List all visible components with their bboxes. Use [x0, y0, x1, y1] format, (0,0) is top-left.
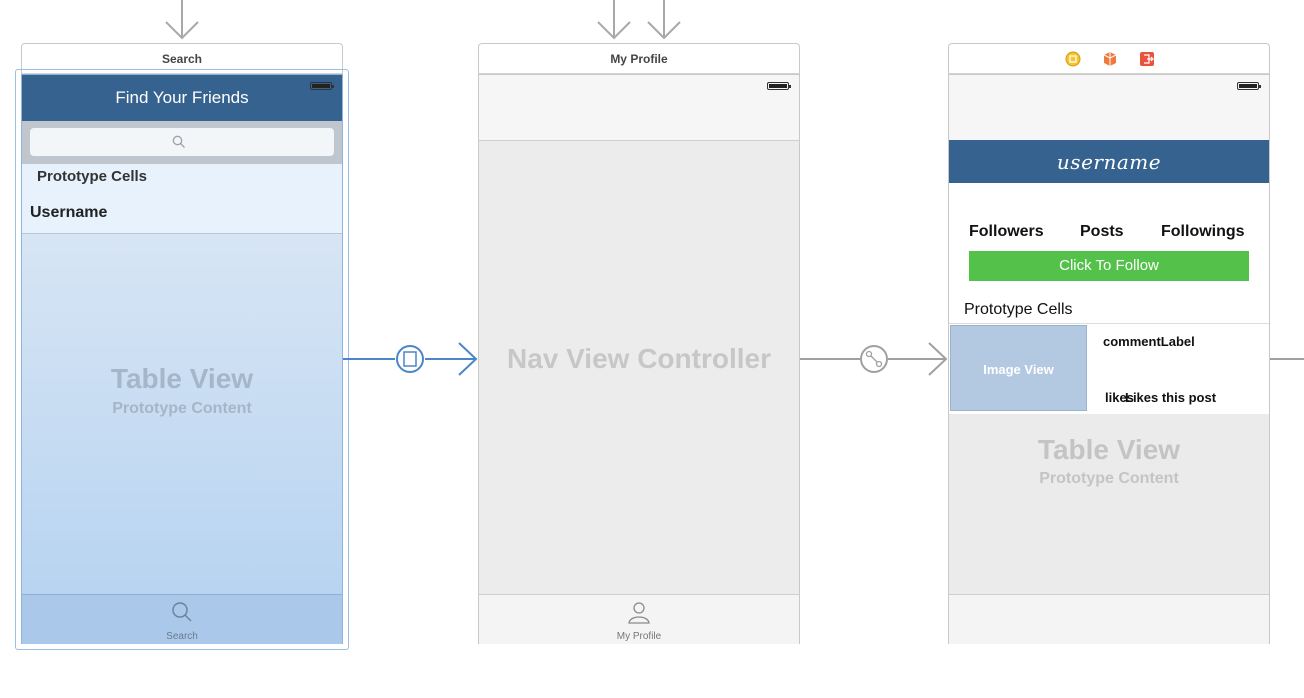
followings-label: Followings: [1161, 223, 1245, 240]
username-label: username: [1056, 150, 1162, 174]
person-icon[interactable]: [627, 600, 651, 624]
nav-view-controller-label: Nav View Controller: [506, 343, 771, 374]
relationship-segue-icon[interactable]: [396, 345, 424, 373]
first-responder-icon[interactable]: [1102, 51, 1118, 67]
image-view: Image View: [950, 325, 1087, 411]
scene-title-search[interactable]: Search: [21, 43, 343, 74]
section-header: Prototype Cells: [37, 168, 148, 185]
table-view[interactable]: Table View Prototype Content: [22, 234, 342, 595]
entry-arrow-profile-2: [647, 0, 681, 40]
prototype-cells-section: Prototype Cells Username: [22, 164, 342, 234]
tab-bar: My Profile: [479, 594, 799, 644]
section-header: Prototype Cells: [964, 301, 1073, 318]
table-view-subtitle: Prototype Content: [1039, 470, 1179, 487]
show-segue-icon[interactable]: [860, 345, 888, 373]
view-controller-icon[interactable]: [1065, 51, 1081, 67]
tab-label-search[interactable]: Search: [166, 631, 198, 642]
username-header: username: [949, 140, 1269, 183]
tab-label-my-profile[interactable]: My Profile: [616, 631, 662, 642]
search-icon: [172, 135, 185, 148]
scene-title-my-profile[interactable]: My Profile: [478, 43, 800, 74]
nav-controller-screen[interactable]: Nav View Controller My Profile: [478, 74, 800, 644]
search-tab-icon[interactable]: [171, 601, 193, 623]
entry-arrow-profile-1: [597, 0, 631, 40]
nav-bar: Find Your Friends: [22, 75, 342, 121]
entry-arrow-search: [165, 0, 199, 40]
followers-label: Followers: [969, 223, 1044, 240]
nav-bar: [479, 75, 799, 141]
search-screen[interactable]: Find Your Friends Prototype Cells Userna…: [21, 74, 343, 644]
image-view-label: Image View: [983, 362, 1054, 377]
scene-title-profile[interactable]: [948, 43, 1270, 74]
show-segue[interactable]: [800, 340, 950, 380]
table-view[interactable]: Table View Prototype Content: [949, 414, 1269, 594]
exit-icon[interactable]: [1139, 51, 1155, 67]
search-bar: [22, 121, 342, 164]
table-view-subtitle: Prototype Content: [112, 400, 252, 417]
likes-this-post-label: Likes this post: [1125, 390, 1217, 405]
post-cell[interactable]: Image View commentLabel likes Likes this…: [949, 323, 1269, 415]
battery-icon: [1237, 82, 1261, 90]
search-field[interactable]: [30, 128, 334, 156]
relationship-segue[interactable]: [343, 340, 480, 380]
battery-icon: [767, 82, 791, 90]
tab-bar: Search: [22, 594, 342, 644]
battery-icon: [310, 82, 334, 90]
follow-button[interactable]: Click To Follow: [969, 251, 1249, 281]
table-view-title: Table View: [110, 363, 254, 394]
nav-title: Find Your Friends: [115, 88, 249, 107]
likes-label: likes: [1105, 390, 1134, 405]
comment-label: commentLabel: [1103, 334, 1195, 349]
profile-screen[interactable]: username Followers Posts Followings Clic…: [948, 74, 1270, 644]
table-view-title: Table View: [1037, 434, 1181, 465]
entry-arrows: [165, 0, 681, 40]
outgoing-segue-stub[interactable]: [1270, 350, 1304, 370]
tab-bar: [949, 594, 1269, 644]
nav-bar: [949, 75, 1269, 140]
cell-username[interactable]: Username: [30, 204, 108, 221]
posts-label: Posts: [1080, 223, 1124, 240]
